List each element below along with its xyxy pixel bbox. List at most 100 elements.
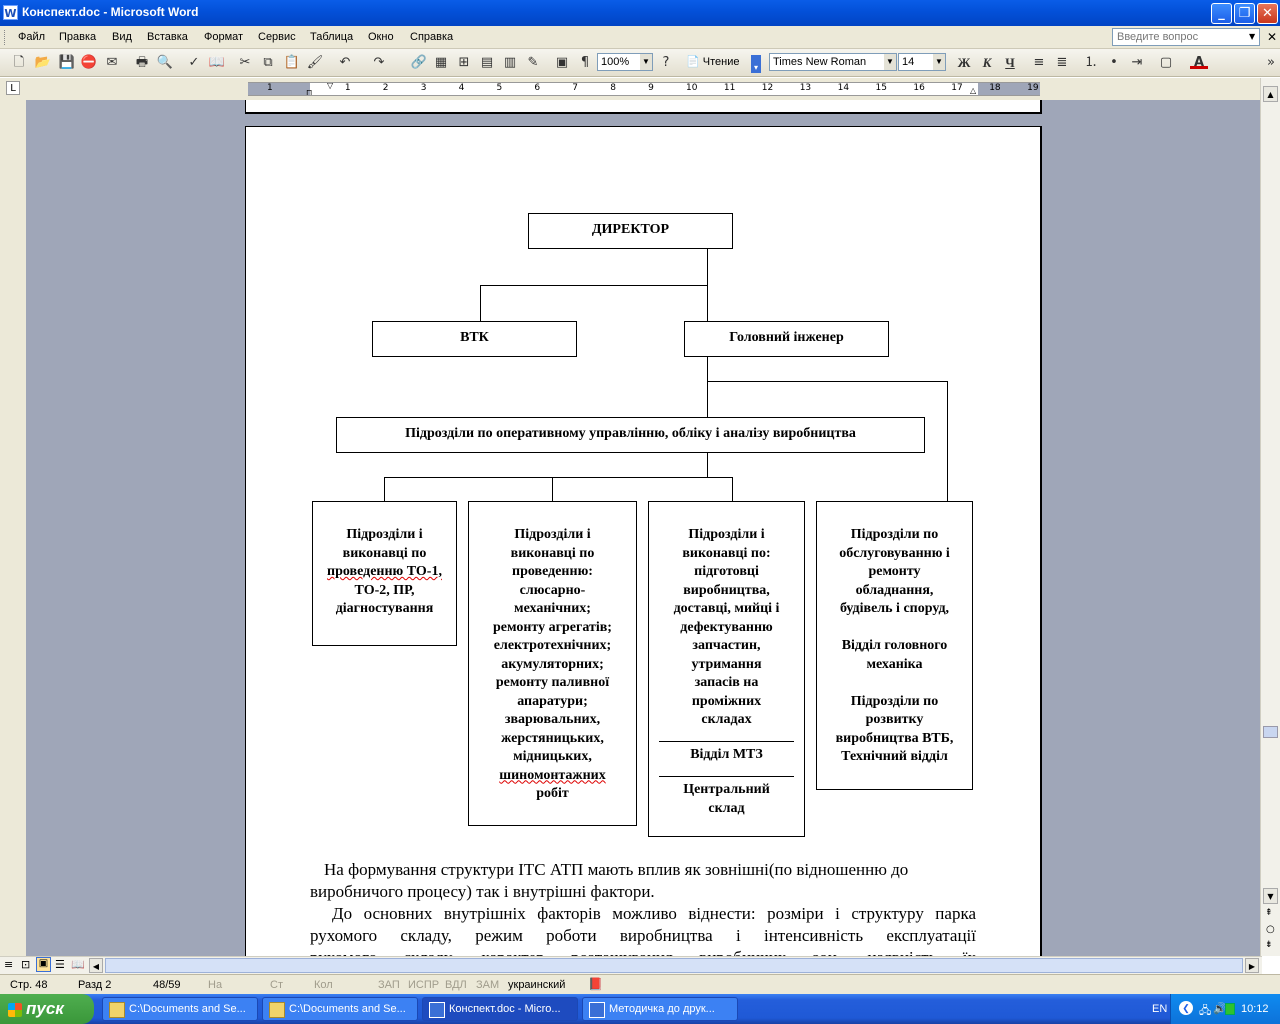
task-word-metodychka[interactable]: Методичка до друк... (582, 997, 738, 1021)
status-record[interactable]: ЗАП (378, 979, 400, 991)
menu-view[interactable]: Вид (112, 31, 132, 43)
clock[interactable]: 10:12 (1241, 1003, 1269, 1015)
start-button[interactable]: пуск (0, 994, 94, 1024)
tab-selector-icon[interactable]: L (6, 81, 20, 95)
redo-icon[interactable]: ↷ (373, 55, 385, 70)
chevron-down-icon[interactable]: ▼ (933, 54, 945, 70)
scroll-right-icon[interactable]: ▶ (1245, 958, 1259, 973)
prev-page-icon[interactable]: ⇞ (1265, 908, 1273, 918)
status-extend[interactable]: ВДЛ (445, 979, 467, 991)
status-track-changes[interactable]: ИСПР (408, 979, 440, 991)
horizontal-scrollbar[interactable]: ≡ ⊡ ▣ ☰ 📖 ◀ ▶ (0, 956, 1262, 974)
menu-file[interactable]: Файл (18, 31, 46, 43)
email-icon[interactable]: ✉ (106, 55, 118, 70)
status-overtype[interactable]: ЗАМ (476, 979, 500, 991)
print-preview-icon[interactable]: 🔍 (156, 55, 174, 70)
browse-object-icon[interactable]: ○ (1266, 924, 1275, 935)
borders-icon[interactable]: ▢ (1159, 55, 1173, 70)
new-doc-icon[interactable]: 🗋 (13, 55, 25, 70)
permission-icon[interactable]: ⛔ (80, 55, 98, 70)
tray-expand-icon[interactable]: ❮ (1179, 1001, 1193, 1015)
menu-window[interactable]: Окно (368, 31, 394, 43)
minimize-button[interactable]: _ (1211, 3, 1232, 24)
close-button[interactable]: ✕ (1257, 3, 1278, 24)
menu-service[interactable]: Сервис (258, 31, 296, 43)
print-layout-icon[interactable]: ▣ (36, 957, 51, 972)
document-canvas[interactable]: ДИРЕКТОР ВТК Головний інженер Підрозділи… (26, 100, 1260, 956)
insert-excel-icon[interactable]: ▤ (480, 55, 494, 70)
cut-icon[interactable]: ✂ (239, 55, 251, 70)
chevron-down-icon[interactable]: ▼ (640, 54, 652, 70)
hyperlink-icon[interactable]: 🔗 (410, 55, 428, 70)
volume-icon[interactable]: 🔊 (1213, 1003, 1227, 1015)
menu-table[interactable]: Таблица (310, 31, 354, 43)
font-color-button[interactable]: A (1190, 54, 1208, 70)
align-center-icon[interactable]: ≣ (1056, 55, 1068, 70)
menu-format[interactable]: Формат (204, 31, 244, 43)
chevron-down-icon[interactable]: ▼ (884, 54, 896, 70)
reading-view-icon[interactable]: 📖 (71, 958, 85, 971)
network-icon[interactable]: 🖧 (1199, 1005, 1212, 1017)
align-left-icon[interactable]: ≡ (1033, 55, 1045, 70)
word-app-icon[interactable]: W (3, 5, 18, 20)
help-icon[interactable]: ? (662, 55, 670, 70)
font-size-select[interactable]: 14▼ (898, 53, 946, 71)
print-icon[interactable]: 🖶 (135, 55, 149, 70)
columns-icon[interactable]: ▥ (503, 55, 517, 70)
body-paragraph-2[interactable]: До основних внутрішніх факторів можливо … (310, 903, 976, 956)
body-paragraph-1[interactable]: На формування структури ІТС АТП мають вп… (310, 859, 976, 903)
spelling-status-icon[interactable]: 📕 (588, 977, 603, 991)
normal-view-icon[interactable]: ≡ (4, 958, 14, 971)
right-indent-marker[interactable]: △ (970, 86, 977, 95)
indent-icon[interactable]: ⇥ (1131, 55, 1143, 70)
vertical-scrollbar[interactable]: ▲ ▼ ⇞ ○ ⇟ (1260, 78, 1280, 956)
menu-insert[interactable]: Вставка (147, 31, 188, 43)
spelling-icon[interactable]: ✓ (188, 55, 200, 70)
bold-button[interactable]: Ж (957, 55, 971, 70)
underline-button[interactable]: Ч (1005, 55, 1015, 70)
drawing-icon[interactable]: ✎ (527, 55, 539, 70)
open-icon[interactable]: 📂 (34, 55, 52, 70)
italic-button[interactable]: К (982, 55, 992, 70)
ask-dropdown-icon[interactable]: ▼ (1249, 32, 1256, 41)
web-view-icon[interactable]: ⊡ (21, 958, 31, 971)
reading-button[interactable]: 📄 Чтение (686, 56, 740, 68)
left-indent-marker[interactable]: ⊓ (306, 88, 313, 97)
task-explorer-1[interactable]: C:\Documents and Se... (102, 997, 258, 1021)
save-icon[interactable]: 💾 (58, 55, 76, 70)
numbering-icon[interactable]: ⒈ (1084, 55, 1098, 70)
scroll-up-icon[interactable]: ▲ (1263, 86, 1278, 102)
show-hide-icon[interactable]: ¶ (580, 55, 590, 70)
scroll-thumb[interactable] (105, 958, 1243, 973)
next-page-icon[interactable]: ⇟ (1265, 940, 1273, 950)
scroll-thumb[interactable] (1263, 726, 1278, 738)
scroll-down-icon[interactable]: ▼ (1263, 888, 1278, 904)
scroll-left-icon[interactable]: ◀ (89, 958, 103, 973)
status-language[interactable]: украинский (508, 979, 566, 991)
paste-icon[interactable]: 📋 (283, 55, 301, 70)
format-painter-icon[interactable]: 🖌 (306, 55, 324, 70)
task-word-konspekt[interactable]: Конспект.doc - Micro... (422, 997, 578, 1021)
input-language[interactable]: EN (1152, 1003, 1168, 1015)
menu-edit[interactable]: Правка (59, 31, 97, 43)
menu-help[interactable]: Справка (410, 31, 454, 43)
font-name-select[interactable]: Times New Roman▼ (769, 53, 897, 71)
copy-icon[interactable]: ⧉ (263, 55, 273, 70)
battery-icon[interactable] (1225, 1003, 1235, 1015)
bullets-icon[interactable]: • (1110, 55, 1118, 70)
ask-question-input[interactable]: Введите вопрос (1112, 28, 1260, 46)
close-doc-icon[interactable]: ✕ (1267, 30, 1278, 44)
task-explorer-2[interactable]: C:\Documents and Se... (262, 997, 418, 1021)
outline-view-icon[interactable]: ☰ (55, 958, 65, 971)
research-icon[interactable]: 📖 (208, 55, 226, 70)
document-page[interactable]: ДИРЕКТОР ВТК Головний інженер Підрозділи… (245, 126, 1042, 956)
doc-map-icon[interactable]: ▣ (555, 55, 569, 70)
first-line-indent-marker[interactable]: ▽ (327, 81, 334, 90)
insert-table-icon[interactable]: ⊞ (458, 55, 470, 70)
restore-button[interactable]: ❐ (1234, 3, 1255, 24)
undo-icon[interactable]: ↶ (339, 55, 351, 70)
toolbar-options-icon[interactable]: ▾ (751, 55, 761, 73)
toolbar-overflow-icon[interactable]: » (1267, 55, 1275, 70)
tables-borders-icon[interactable]: ▦ (434, 55, 448, 70)
